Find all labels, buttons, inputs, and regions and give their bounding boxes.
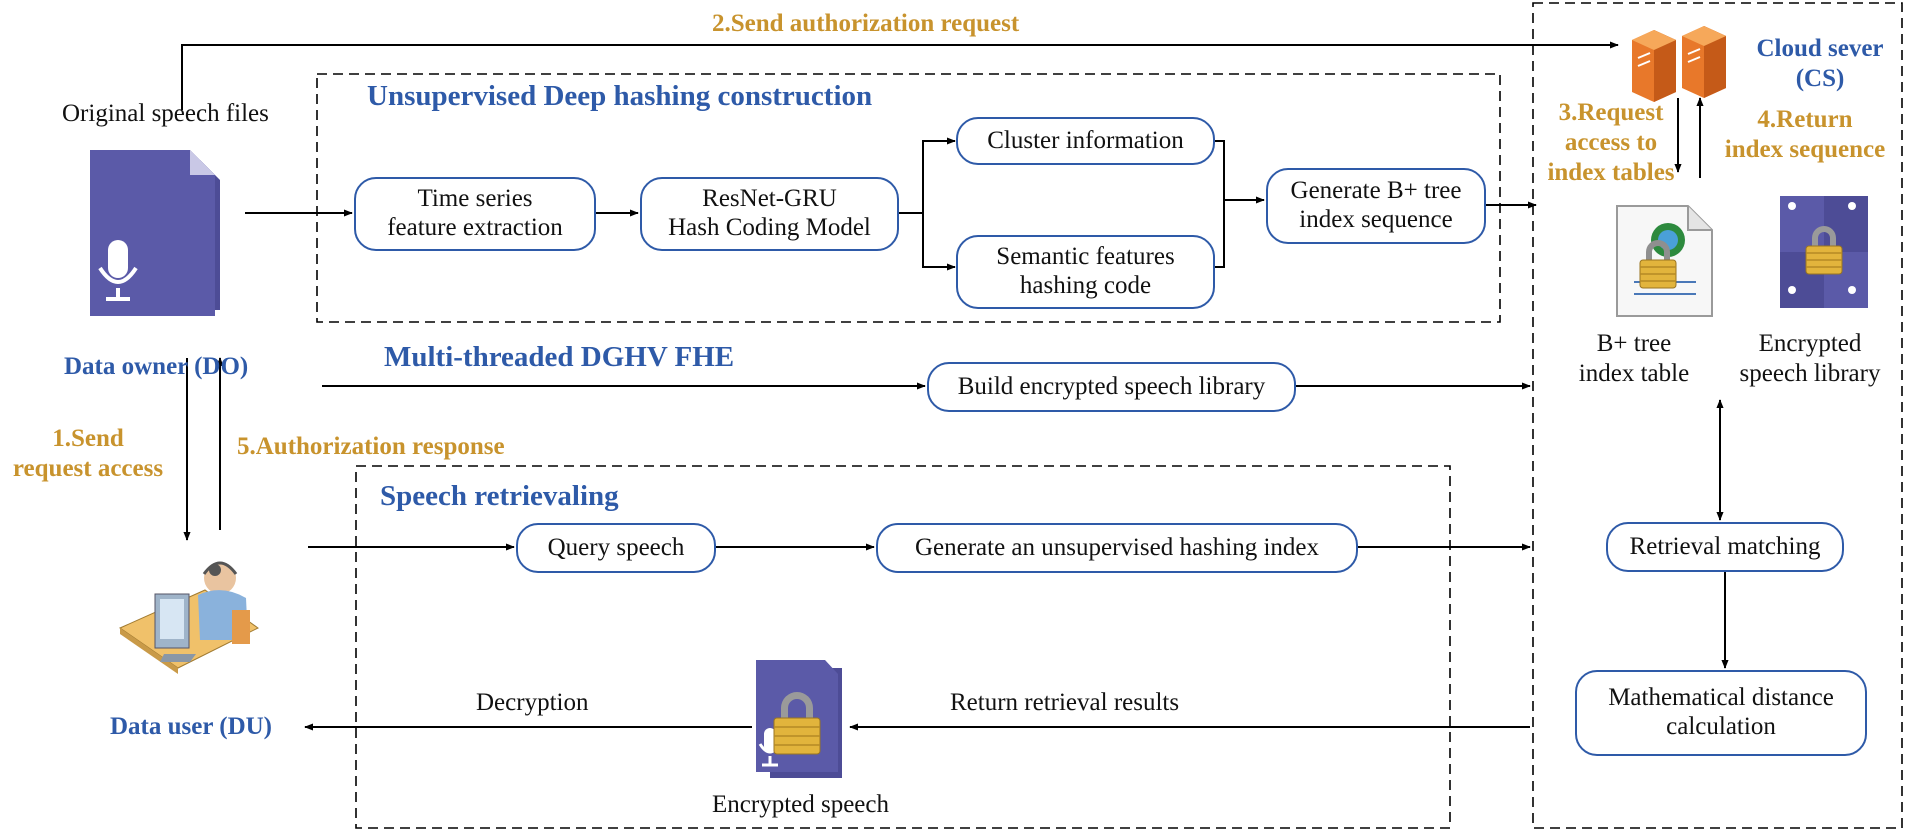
server-icon <box>1632 26 1726 102</box>
fhe-section-title: Multi-threaded DGHV FHE <box>384 341 735 373</box>
step-3-label: 3.Request access to index tables <box>1547 99 1675 186</box>
return-results-label: Return retrieval results <box>950 689 1180 716</box>
cloud-section-frame <box>1532 2 1903 829</box>
retrieval-matching-box: Retrieval matching <box>1606 522 1844 572</box>
generate-bplus-box: Generate B+ tree index sequence <box>1266 168 1486 244</box>
encrypted-library-label: Encrypted speech library <box>1739 330 1881 387</box>
build-library-box: Build encrypted speech library <box>927 362 1296 412</box>
encrypted-speech-icon <box>756 660 842 778</box>
hashing-section-title: Unsupervised Deep hashing construction <box>367 80 873 112</box>
step-5-label: 5.Authorization response <box>237 433 505 460</box>
retrieval-section-title: Speech retrievaling <box>380 480 619 512</box>
retrieval-section-frame <box>355 465 1451 829</box>
cloud-server-label: Cloud sever (CS) <box>1756 35 1884 92</box>
arrow-resnet-split <box>899 137 956 214</box>
index-table-icon <box>1616 205 1713 317</box>
distance-calculation-box: Mathematical distance calculation <box>1575 670 1867 756</box>
data-user-label: Data user (DU) <box>110 713 273 740</box>
arrow-merge-to-bplus <box>1215 140 1264 268</box>
bplus-table-label: B+ tree index table <box>1578 330 1690 387</box>
hashing-section-frame <box>316 73 1501 323</box>
time-series-box: Time series feature extraction <box>354 177 596 251</box>
cluster-information-box: Cluster information <box>956 117 1215 165</box>
step-2-label: 2.Send authorization request <box>712 10 1020 37</box>
data-owner-label: Data owner (DO) <box>64 353 249 380</box>
resnet-gru-box: ResNet-GRU Hash Coding Model <box>640 177 899 251</box>
data-user-icon <box>118 561 259 674</box>
generate-hashing-index-box: Generate an unsupervised hashing index <box>876 523 1358 573</box>
original-files-label: Original speech files <box>62 100 269 127</box>
speech-file-icon <box>90 150 220 316</box>
step-4-label: 4.Return index sequence <box>1724 106 1886 163</box>
encrypted-speech-label: Encrypted speech <box>712 791 890 818</box>
arrow-resnet-split-lower <box>922 213 956 271</box>
decryption-label: Decryption <box>476 689 589 716</box>
query-speech-box: Query speech <box>516 523 716 573</box>
semantic-features-box: Semantic features hashing code <box>956 235 1215 309</box>
arrow-send-authorization <box>181 41 1619 110</box>
step-1-label: 1.Send request access <box>12 425 164 482</box>
encrypted-library-icon <box>1780 196 1868 308</box>
